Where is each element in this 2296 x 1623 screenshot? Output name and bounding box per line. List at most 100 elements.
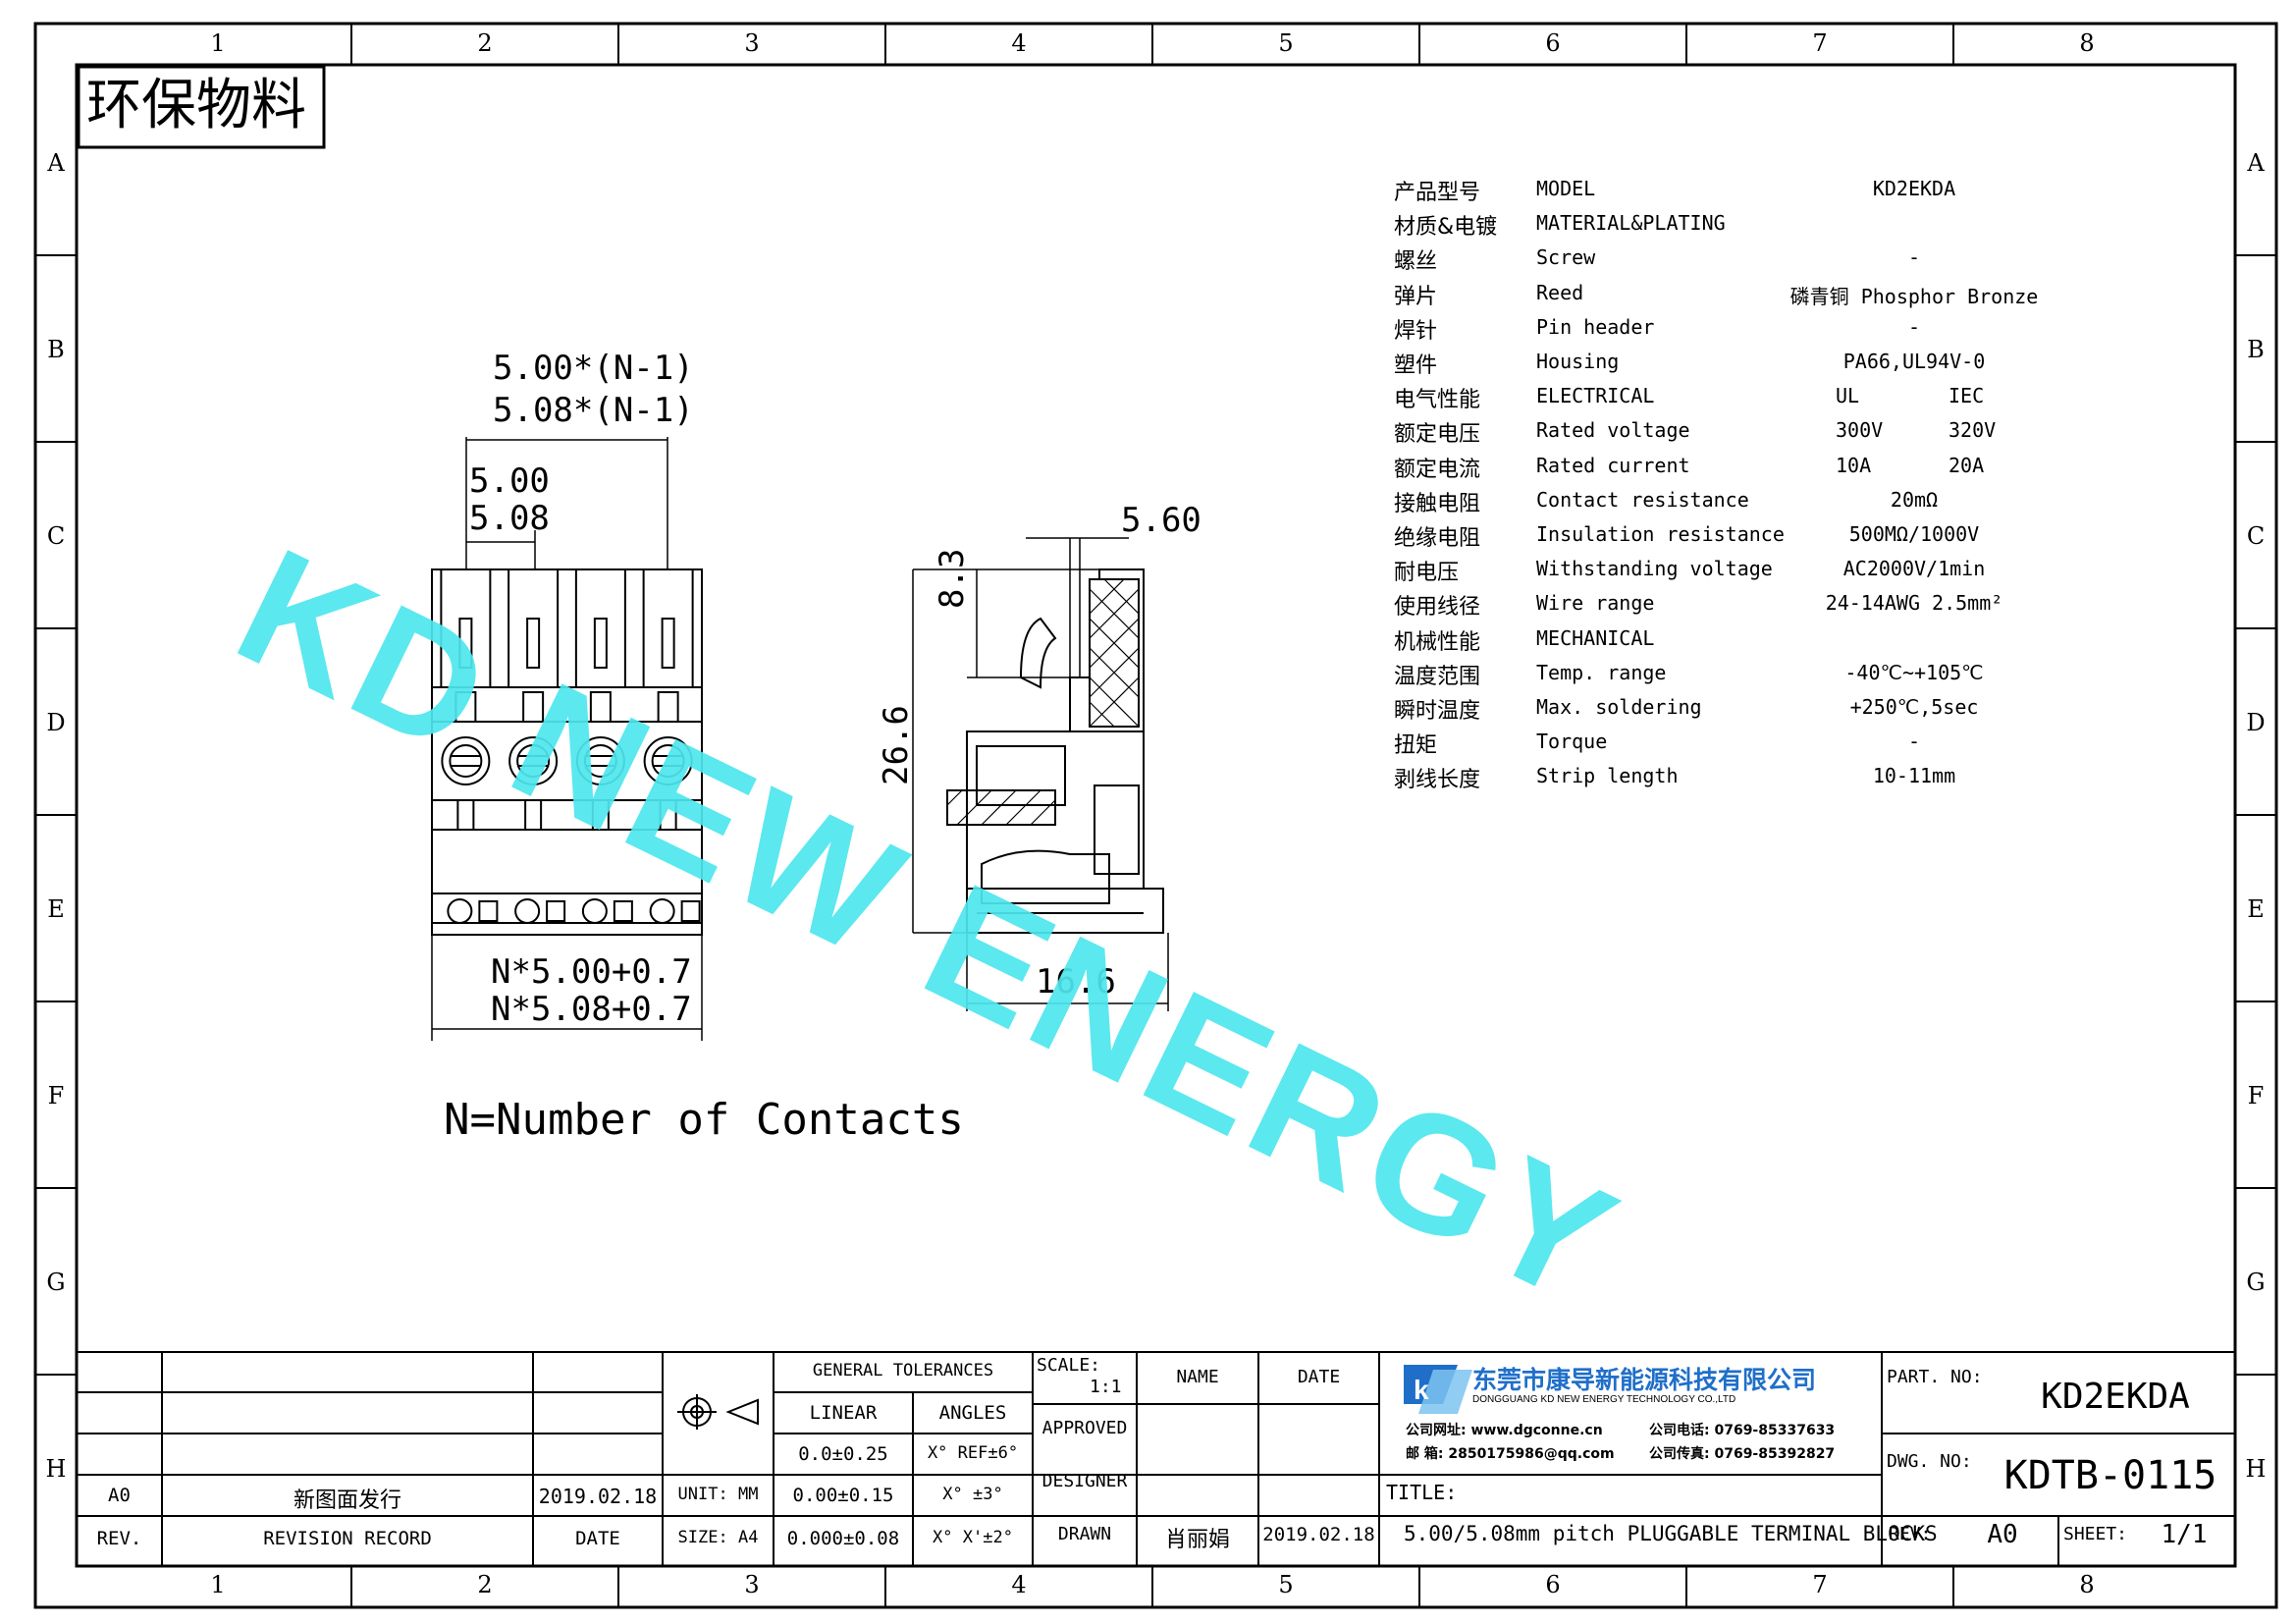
- contacts-note: N=Number of Contacts: [444, 1095, 964, 1145]
- spec-label-en: MODEL: [1536, 177, 1596, 200]
- revision-record-label: REVISION RECORD: [263, 1528, 432, 1549]
- spec-label-cn: 瞬时温度: [1394, 699, 1481, 724]
- tol-linear-1: 0.0±0.25: [798, 1443, 888, 1465]
- spec-label-en: Withstanding voltage: [1536, 557, 1773, 581]
- tol-angle-2: X° ±3°: [942, 1485, 1003, 1504]
- contact-window: [593, 618, 608, 669]
- size-label: SIZE: A4: [677, 1528, 759, 1547]
- zone-col-label: 5: [1278, 1571, 1294, 1598]
- svg-text:k: k: [1414, 1375, 1429, 1405]
- spec-label-cn: 螺丝: [1394, 249, 1438, 275]
- spec-value: PA66,UL94V-0: [1842, 350, 1986, 373]
- dim-screw-height: 8.3: [933, 548, 972, 609]
- sheet-value: 1/1: [2161, 1520, 2208, 1549]
- part-no-value: KD2EKDA: [2041, 1377, 2190, 1417]
- contact-window: [526, 618, 541, 669]
- dim-height: 26.6: [877, 705, 916, 785]
- tol-linear-3: 0.000±0.08: [786, 1528, 900, 1549]
- release-slot: [478, 900, 499, 922]
- latch: [454, 691, 477, 723]
- spec-label-en: Screw: [1536, 245, 1596, 270]
- scale-value: 1:1: [1090, 1377, 1122, 1397]
- drawn-name: 肖丽娟: [1164, 1528, 1230, 1552]
- tol-angle-3: X° X'±2°: [933, 1528, 1013, 1547]
- screw-head-icon: [643, 736, 693, 785]
- zone-col-label: 6: [1545, 1571, 1561, 1598]
- wire-entry-hole: [581, 898, 608, 924]
- spec-value: +250℃,5sec: [1849, 695, 1979, 719]
- spec-label-en: Strip length: [1536, 764, 1679, 788]
- mount-tab: [591, 799, 610, 831]
- designer-label: DESIGNER: [1041, 1471, 1128, 1491]
- spec-label-en: ELECTRICAL: [1536, 384, 1655, 408]
- linear-label: LINEAR: [809, 1402, 878, 1424]
- zone-row-label: F: [2247, 1082, 2265, 1109]
- dwg-no-value: KDTB-0115: [2003, 1453, 2217, 1498]
- zone-col-label: 6: [1545, 29, 1561, 57]
- rev-label: REV.: [96, 1528, 142, 1549]
- rev-field-label: REV:: [1889, 1524, 1932, 1544]
- rev-date: 2019.02.18: [538, 1485, 658, 1508]
- rev-field-value: A0: [1987, 1520, 2018, 1549]
- spec-label-cn: 弹片: [1394, 284, 1438, 309]
- spec-label-cn: 机械性能: [1394, 629, 1481, 655]
- spec-label-cn: 接触电阻: [1394, 491, 1481, 516]
- dim-pitch-500: 5.00: [469, 461, 550, 501]
- wire-entry-hole: [649, 898, 675, 924]
- contact-slot: [574, 568, 626, 688]
- tol-angle-1: X° REF±6°: [927, 1443, 1019, 1463]
- company-phone: 公司电话: 0769-85337633: [1649, 1423, 1836, 1438]
- zone-col-label: 8: [2079, 29, 2095, 57]
- zone-col-label: 7: [1812, 1571, 1828, 1598]
- screw-head-inner: [516, 744, 551, 778]
- screw-head-inner: [449, 744, 483, 778]
- spec-value: KD2EKDA: [1872, 177, 1956, 200]
- zone-row-label: E: [47, 895, 65, 923]
- spec-label-cn: 电气性能: [1394, 388, 1481, 413]
- spec-value: 10-11mm: [1872, 764, 1956, 788]
- screw-head-icon: [575, 736, 625, 785]
- zone-row-label: C: [2246, 522, 2266, 550]
- company-email: 邮 箱: 2850175986@qq.com: [1406, 1446, 1615, 1462]
- drawn-label: DRAWN: [1057, 1524, 1112, 1544]
- spec-value: 24-14AWG 2.5mm²: [1825, 591, 2003, 616]
- tol-linear-2: 0.00±0.15: [792, 1485, 894, 1506]
- zone-row-label: G: [46, 1269, 66, 1296]
- side-dimensions: [912, 537, 1169, 1011]
- spec-label-cn: 使用线径: [1394, 595, 1481, 621]
- zone-col-label: 8: [2079, 1571, 2095, 1598]
- spec-value: UL: [1836, 384, 1860, 408]
- latch: [522, 691, 545, 723]
- spec-value: 300V: [1836, 418, 1884, 443]
- title-label: TITLE:: [1386, 1481, 1458, 1504]
- spec-label-cn: 材质&电镀: [1394, 215, 1498, 241]
- zone-row-label: E: [2247, 895, 2265, 923]
- rev-code: A0: [108, 1485, 131, 1506]
- company-fax: 公司传真: 0769-85392827: [1649, 1446, 1836, 1462]
- latch: [657, 691, 679, 723]
- screw-head-inner: [651, 744, 685, 778]
- dim-length-508: N*5.08+0.7: [491, 990, 692, 1029]
- approved-label: APPROVED: [1041, 1418, 1128, 1438]
- zone-row-label: B: [47, 336, 65, 363]
- side-view: [946, 568, 1164, 934]
- zone-row-label: H: [2245, 1455, 2267, 1483]
- dim-length-500: N*5.00+0.7: [491, 952, 692, 992]
- spec-label-cn: 温度范围: [1394, 664, 1481, 689]
- spec-value: AC2000V/1min: [1842, 557, 1986, 581]
- sheet-label: SHEET:: [2063, 1524, 2128, 1544]
- zone-row-label: B: [2247, 336, 2265, 363]
- drawing-title: 5.00/5.08mm pitch PLUGGABLE TERMINAL BLO…: [1404, 1522, 1938, 1545]
- part-no-label: PART. NO:: [1887, 1367, 1983, 1387]
- spec-label-cn: 焊针: [1394, 318, 1438, 344]
- spec-label-cn: 绝缘电阻: [1394, 526, 1481, 551]
- eco-label: 环保物料: [86, 74, 306, 137]
- drawn-date: 2019.02.18: [1262, 1524, 1375, 1545]
- company-logo-icon: k: [1404, 1365, 1472, 1414]
- company-name-cn: 东莞市康导新能源科技有限公司: [1472, 1366, 1817, 1394]
- unit-label: UNIT: MM: [677, 1485, 759, 1504]
- contact-slot: [507, 568, 560, 688]
- name-label: NAME: [1176, 1367, 1219, 1387]
- zone-row-label: D: [2246, 709, 2266, 736]
- eco-label-box: [77, 65, 326, 149]
